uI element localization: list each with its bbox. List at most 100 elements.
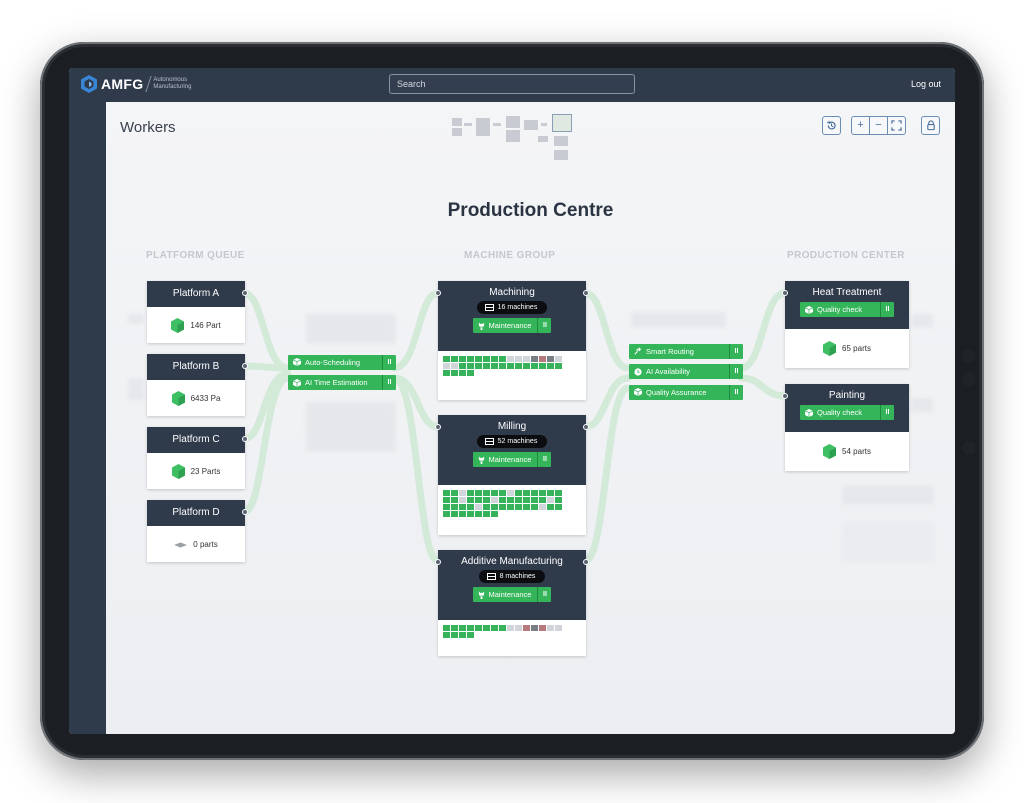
maintenance-button[interactable]: Maintenance II [472, 587, 552, 602]
machine-status-cell [459, 356, 466, 362]
connector-port[interactable] [242, 509, 248, 515]
machine-status-cell [531, 497, 538, 503]
lock-icon [926, 120, 935, 131]
history-button[interactable] [822, 116, 841, 135]
connector-port[interactable] [435, 424, 441, 430]
lock-button[interactable] [921, 116, 940, 135]
platform-title: Platform C [147, 427, 245, 453]
machine-status-cell [515, 504, 522, 510]
brand-logo[interactable]: AMFG Autonomous Manufacturing [81, 75, 197, 93]
cube-icon [823, 341, 837, 356]
machine-count-badge: 52 machines [476, 435, 548, 448]
machine-status-cell [467, 490, 474, 496]
machine-status-cell [483, 625, 490, 631]
maintenance-button[interactable]: Maintenance II [472, 452, 552, 467]
platform-card[interactable]: Platform A 146 Part [147, 281, 248, 343]
machine-status-cell [499, 490, 506, 496]
machine-status-cell [523, 356, 530, 362]
quality-check-button[interactable]: Quality check II [800, 302, 894, 317]
machine-status-cell [491, 511, 498, 517]
column-header-machines: MACHINE GROUP [464, 250, 556, 261]
machine-status-cell [555, 363, 562, 369]
pause-icon[interactable]: II [382, 354, 396, 370]
production-center-card[interactable]: Heat Treatment Quality check II 65 parts [782, 281, 909, 368]
quality-assurance-button[interactable]: Quality Assurance II [629, 384, 743, 400]
machine-status-cell [507, 356, 514, 362]
machine-status-cell [499, 497, 506, 503]
wrench-icon [478, 591, 484, 599]
platform-card[interactable]: Platform C 23 Parts [147, 427, 248, 489]
platform-card[interactable]: Platform B 6433 Pa [147, 354, 248, 416]
connector-port[interactable] [782, 290, 788, 296]
quality-check-button[interactable]: Quality check II [800, 405, 894, 420]
machine-status-cell [531, 363, 538, 369]
machine-group-title: Additive Manufacturing [461, 556, 563, 567]
connector-port[interactable] [242, 363, 248, 369]
button-label: Quality check [817, 305, 863, 314]
pause-icon[interactable]: II [729, 384, 743, 400]
connector-port[interactable] [782, 393, 788, 399]
ai-time-estimation-button[interactable]: AI Time Estimation II [288, 375, 396, 390]
pause-icon[interactable]: II [537, 318, 551, 333]
connector-port[interactable] [583, 290, 589, 296]
machine-status-cell [451, 511, 458, 517]
pause-icon[interactable]: II [880, 405, 894, 420]
connector-port[interactable] [583, 559, 589, 565]
machine-status-cell [483, 511, 490, 517]
machine-group-card[interactable]: Additive Manufacturing 8 machines Mainte… [435, 550, 589, 656]
pause-icon[interactable]: II [729, 364, 743, 379]
connector-port[interactable] [583, 424, 589, 430]
fit-screen-button[interactable] [887, 116, 906, 135]
machine-status-cell [451, 504, 458, 510]
pause-icon[interactable]: II [537, 452, 551, 467]
cube-icon [293, 378, 301, 387]
auto-scheduling-button[interactable]: Auto-Scheduling II [288, 354, 396, 370]
button-label: AI Time Estimation [305, 378, 368, 387]
board-title: Production Centre [447, 200, 614, 221]
pause-icon[interactable]: II [382, 375, 396, 390]
button-label: Maintenance [488, 455, 532, 464]
smart-routing-button[interactable]: Smart Routing II [629, 343, 743, 359]
wrench-icon [478, 456, 484, 464]
pause-icon[interactable]: II [880, 302, 894, 317]
zoom-controls: + − [851, 116, 906, 135]
connector-port[interactable] [242, 436, 248, 442]
connector-port[interactable] [242, 290, 248, 296]
machine-status-cell [523, 625, 530, 631]
machine-status-cell [539, 497, 546, 503]
background-placeholder [911, 314, 933, 328]
machine-icon [486, 573, 496, 580]
pause-icon[interactable]: II [537, 587, 551, 602]
button-label: Maintenance [488, 590, 532, 599]
maintenance-button[interactable]: Maintenance II [472, 318, 552, 333]
logout-link[interactable]: Log out [910, 79, 941, 89]
scheduling-actions: Auto-Scheduling II AI Time Estimation II [288, 353, 396, 392]
plus-icon: + [857, 119, 864, 131]
machine-status-cell [467, 625, 474, 631]
machine-status-cell [499, 625, 506, 631]
machine-status-cell [491, 497, 498, 503]
wrench-icon [478, 322, 484, 330]
machine-group-card[interactable]: Machining 16 machines Maintenance II [435, 281, 589, 400]
production-parts: 54 parts [842, 447, 871, 456]
machine-status-cell [443, 370, 450, 376]
production-center-card[interactable]: Painting Quality check II 54 parts [782, 384, 909, 471]
machine-status-cell [459, 511, 466, 517]
pause-icon[interactable]: II [729, 343, 743, 359]
tablet-side-button [962, 441, 976, 455]
tablet-side-button [962, 372, 976, 386]
machine-status-cell [443, 632, 450, 638]
machine-status-cell [499, 356, 506, 362]
platform-card[interactable]: Platform D 0 parts [147, 500, 248, 562]
search-input[interactable]: Search [389, 74, 635, 94]
machine-group-card[interactable]: Milling 52 machines Maintenance II [435, 415, 589, 535]
connector-port[interactable] [435, 290, 441, 296]
platform-title: Platform D [147, 500, 245, 526]
machine-status-cell [467, 632, 474, 638]
ai-availability-button[interactable]: AI Availability II [629, 364, 743, 379]
machine-status-cell [451, 625, 458, 631]
machine-status-cell [451, 370, 458, 376]
sidebar [69, 102, 106, 734]
connector-port[interactable] [435, 559, 441, 565]
minimap[interactable] [452, 114, 582, 164]
